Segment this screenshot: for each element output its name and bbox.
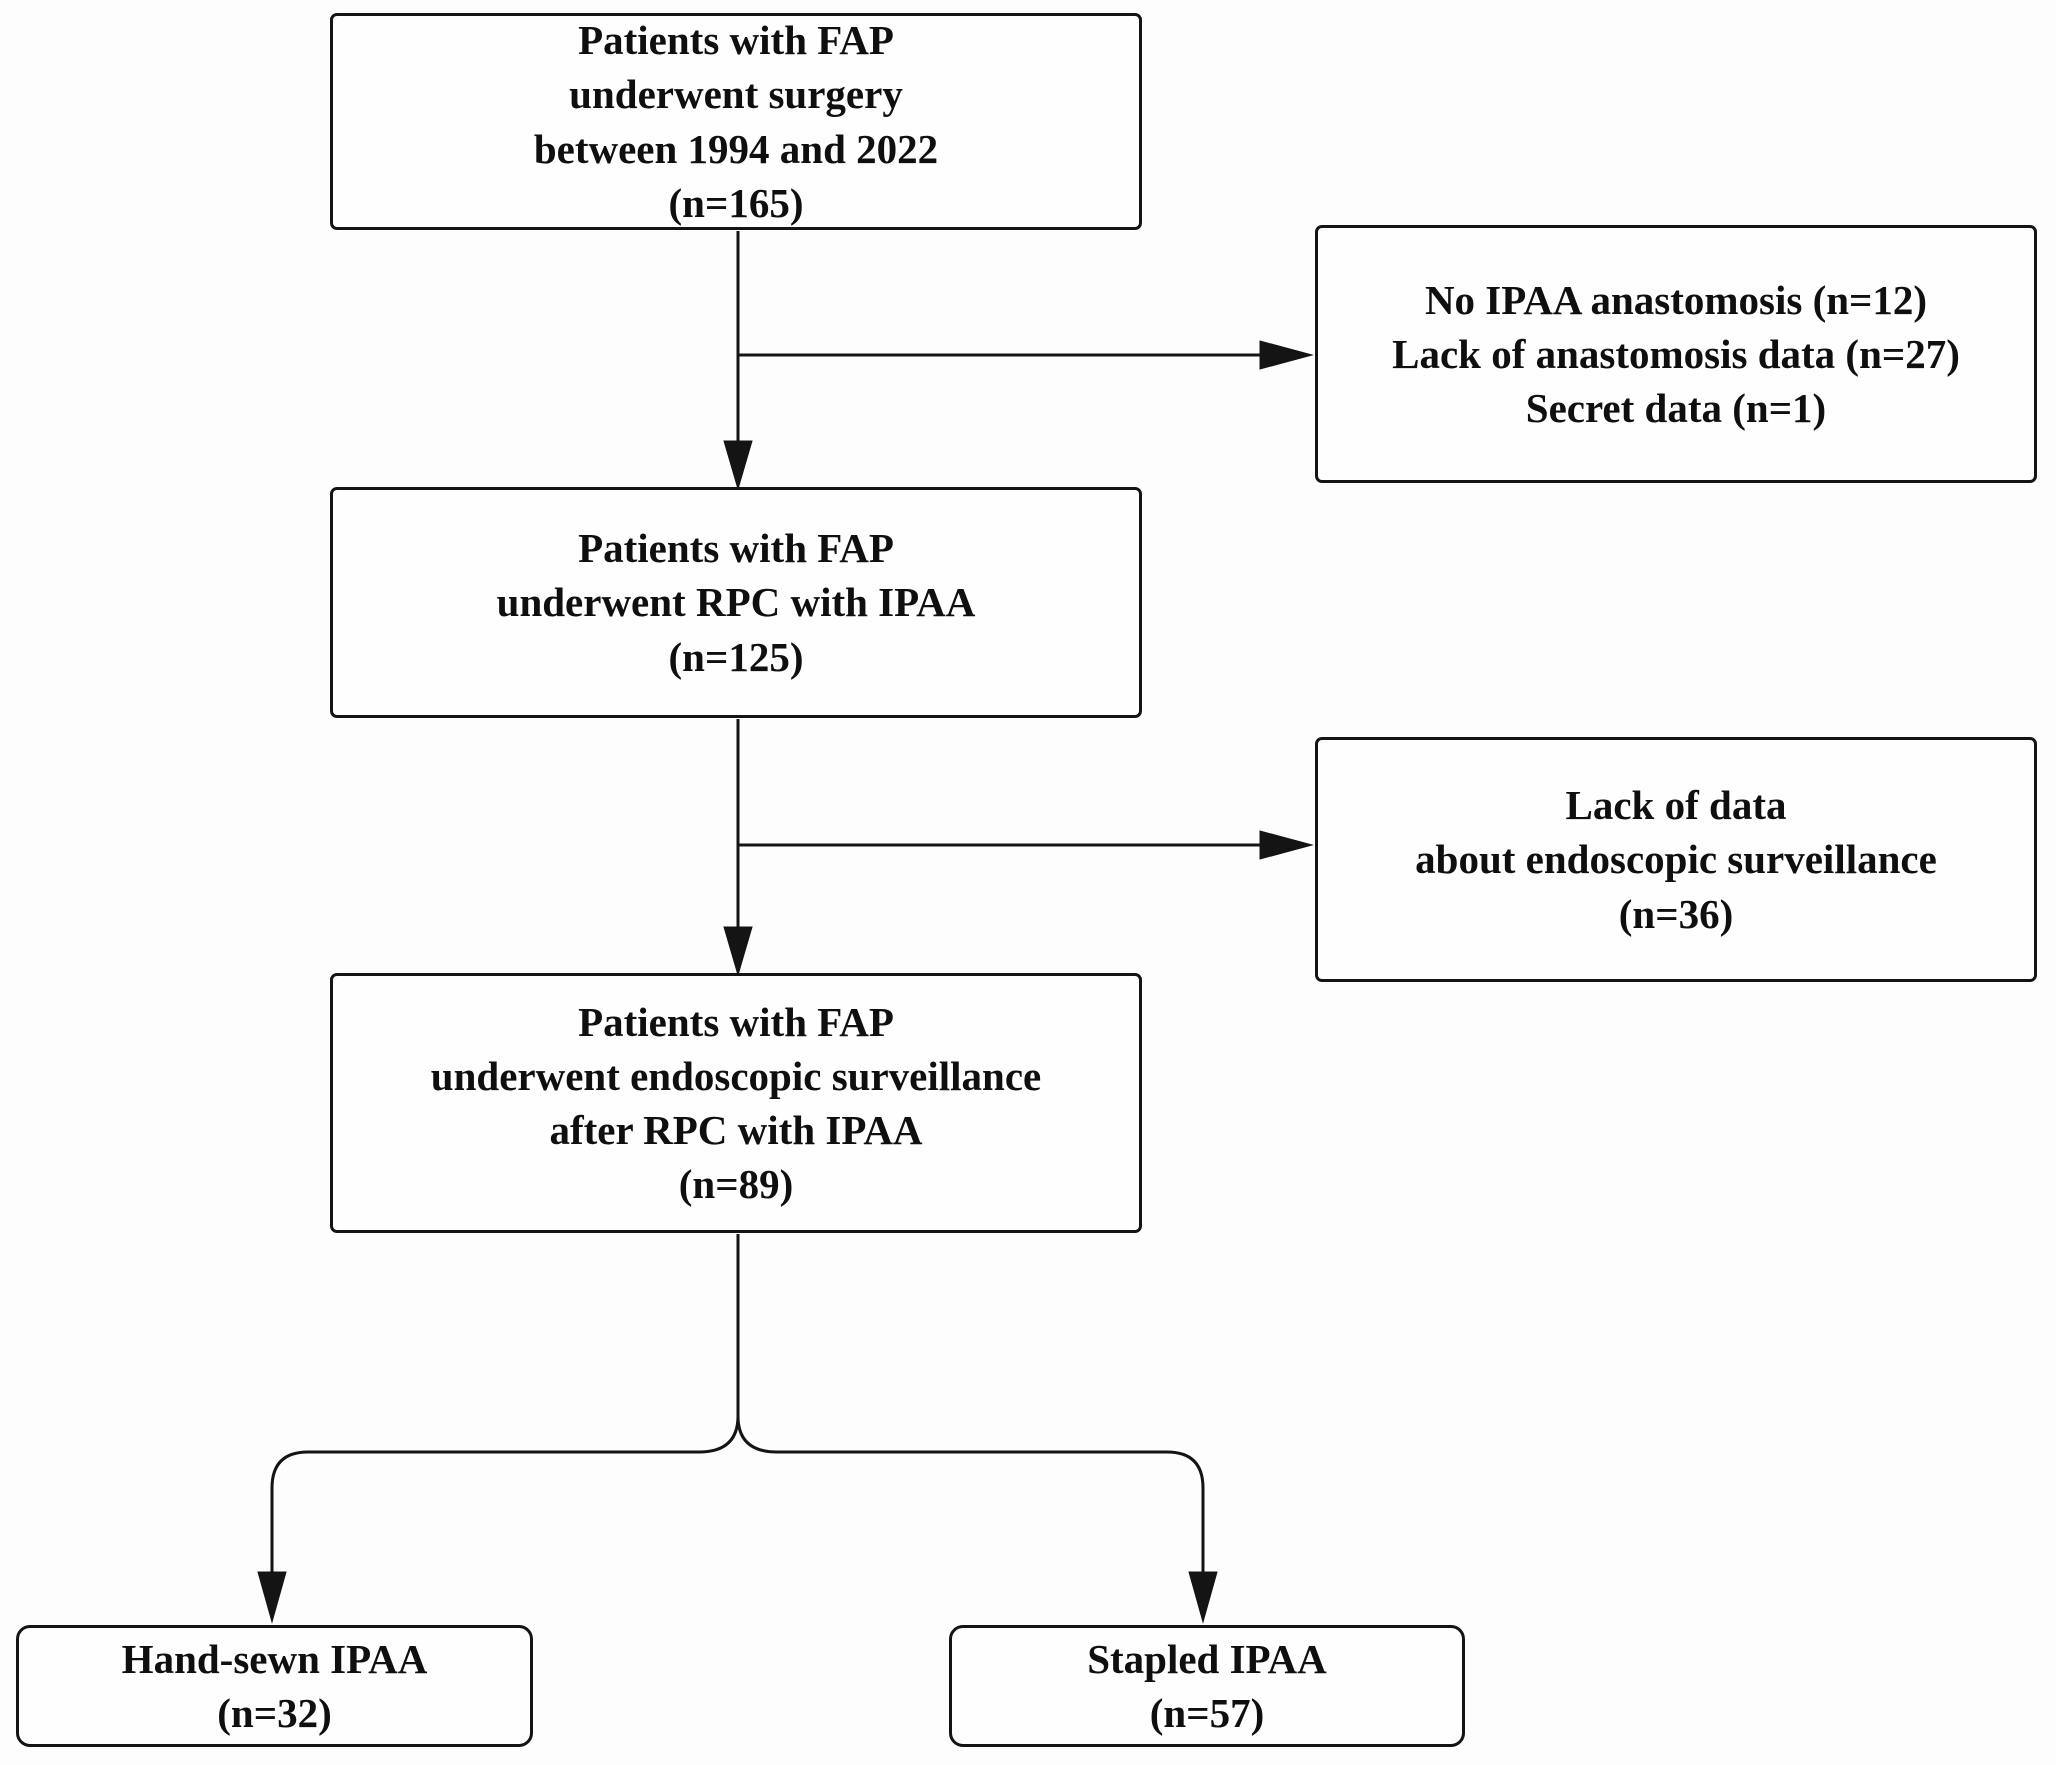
text-line: underwent endoscopic surveillance bbox=[430, 1052, 1042, 1099]
text-line: underwent RPC with IPAA bbox=[496, 579, 976, 626]
box-endoscopic-surveillance: Patients with FAP underwent endoscopic s… bbox=[330, 973, 1142, 1233]
box-hand-sewn-ipaa: Hand-sewn IPAA (n=32) bbox=[16, 1625, 533, 1747]
arrowhead-right-icon bbox=[1259, 340, 1314, 370]
text-line: Patients with FAP bbox=[578, 998, 894, 1045]
box-stapled-ipaa: Stapled IPAA (n=57) bbox=[949, 1625, 1465, 1747]
text-line: Secret data (n=1) bbox=[1525, 385, 1827, 432]
box-excluded-surveillance: Lack of data about endoscopic surveillan… bbox=[1315, 737, 2037, 982]
box-excluded-anastomosis: No IPAA anastomosis (n=12) Lack of anast… bbox=[1315, 225, 2037, 483]
text-line: about endoscopic surveillance bbox=[1415, 836, 1937, 883]
text-line: Lack of anastomosis data (n=27) bbox=[1392, 330, 1960, 377]
box-surgery-total: Patients with FAP underwent surgery betw… bbox=[330, 13, 1142, 230]
text-line: underwent surgery bbox=[569, 71, 903, 118]
text-line: after RPC with IPAA bbox=[549, 1107, 923, 1153]
text-line: (n=32) bbox=[217, 1690, 332, 1736]
text-line: between 1994 and 2022 bbox=[533, 125, 939, 172]
arrowhead-down-icon bbox=[257, 1571, 287, 1624]
text-line: (n=125) bbox=[668, 633, 804, 680]
text-line: (n=36) bbox=[1618, 890, 1734, 937]
text-line: Lack of data bbox=[1565, 782, 1787, 829]
text-line: Hand-sewn IPAA bbox=[121, 1635, 428, 1682]
text-line: Patients with FAP bbox=[578, 17, 894, 64]
connector-fork-right bbox=[736, 1234, 1205, 1576]
text-line: (n=165) bbox=[668, 179, 804, 226]
arrowhead-right-icon bbox=[1259, 830, 1314, 860]
arrowhead-down-icon bbox=[1188, 1571, 1218, 1624]
text-line: No IPAA anastomosis (n=12) bbox=[1424, 276, 1928, 323]
arrowhead-down-icon bbox=[723, 440, 753, 491]
arrowhead-down-icon bbox=[723, 926, 753, 977]
text-line: (n=89) bbox=[678, 1161, 794, 1208]
text-line: Patients with FAP bbox=[578, 525, 894, 572]
connector-fork-left bbox=[270, 1234, 740, 1576]
text-line: (n=57) bbox=[1149, 1690, 1265, 1736]
box-rpc-with-ipaa: Patients with FAP underwent RPC with IPA… bbox=[330, 487, 1142, 718]
text-line: Stapled IPAA bbox=[1087, 1635, 1327, 1682]
